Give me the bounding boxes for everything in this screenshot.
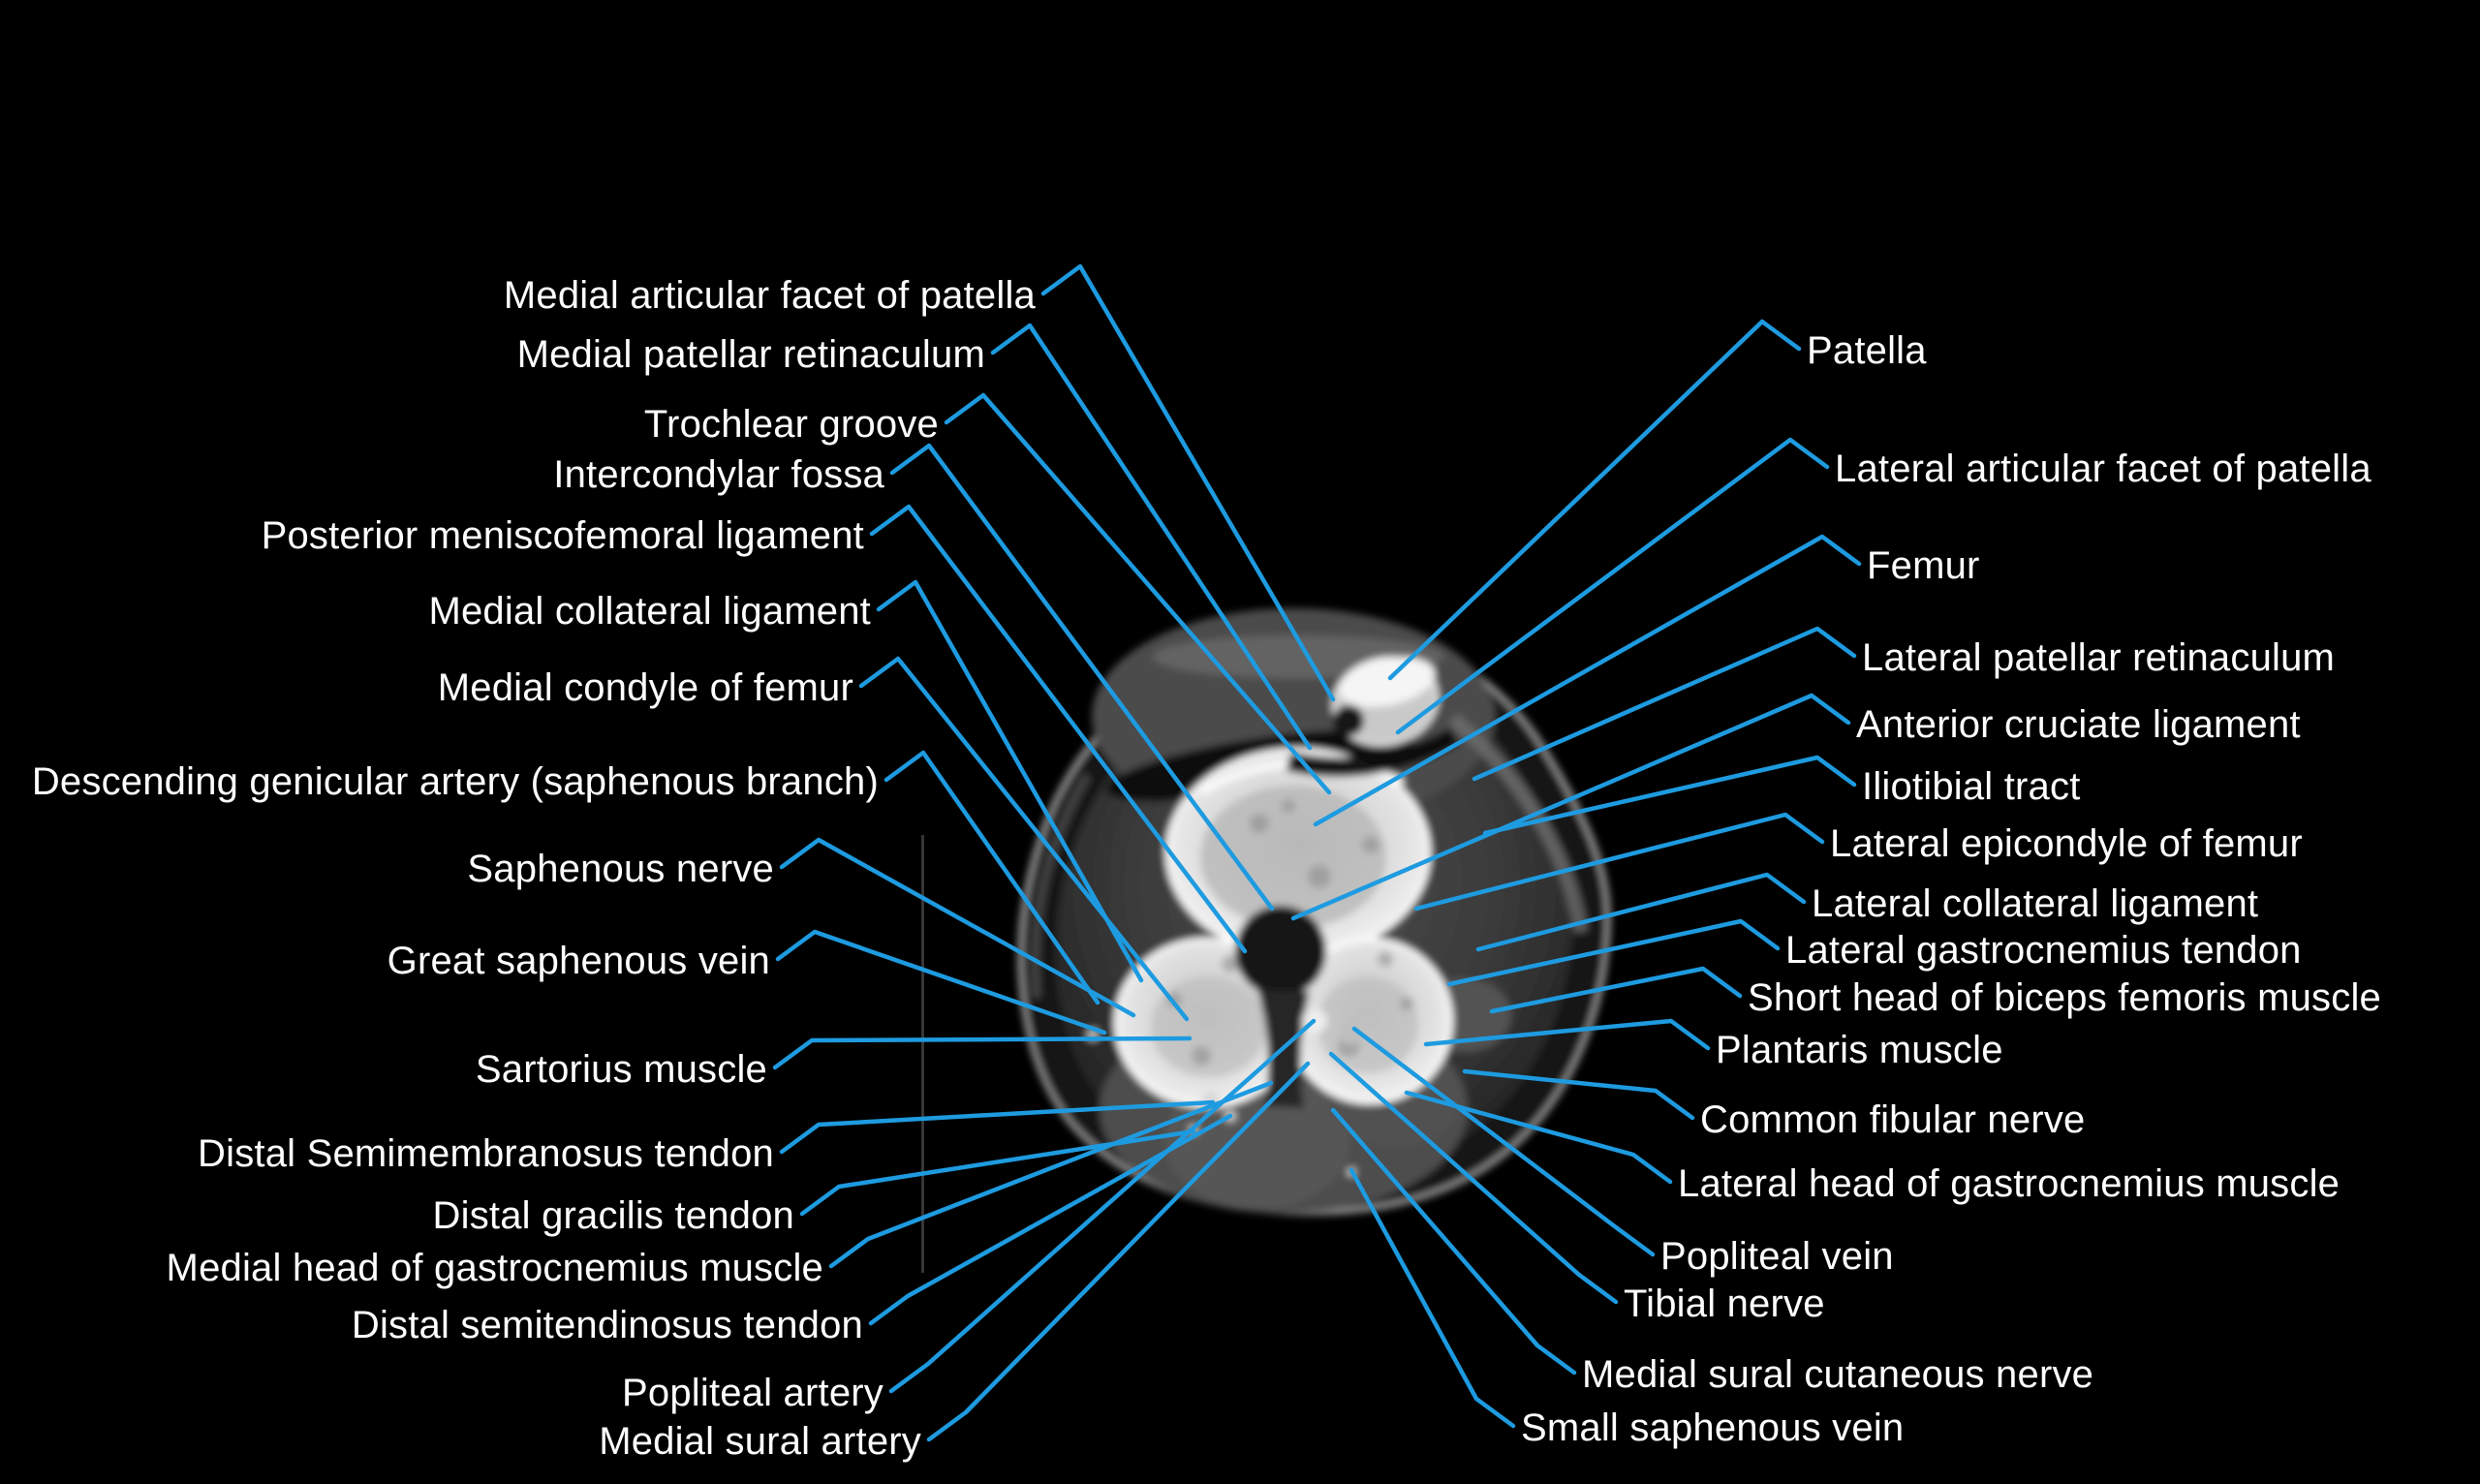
patella-facet-notch	[1333, 705, 1364, 736]
leader-line-small-saphenous-vein	[1348, 1167, 1516, 1429]
anatomy-label-great-saphenous-vein: Great saphenous vein	[387, 940, 770, 982]
leader-line-saphenous-nerve	[779, 837, 1136, 1018]
leader-line-iliotibial-tract	[1482, 755, 1857, 836]
marrow-texture	[1200, 786, 1386, 929]
leader-line-medial-collateral-ligament	[876, 579, 1144, 983]
anatomy-label-popliteal-vein: Popliteal vein	[1660, 1235, 1894, 1278]
anatomy-label-lateral-head-of-gastrocnemius-muscle: Lateral head of gastrocnemius muscle	[1678, 1162, 2340, 1205]
anatomy-label-tibial-nerve: Tibial nerve	[1624, 1283, 1825, 1325]
anatomy-label-medial-articular-facet-of-patella: Medial articular facet of patella	[503, 274, 1036, 317]
anatomy-label-medial-head-of-gastrocnemius-muscle: Medial head of gastrocnemius muscle	[166, 1247, 823, 1289]
leader-line-posterior-meniscofemoral-ligament	[869, 504, 1248, 954]
leader-line-lateral-collateral-ligament	[1475, 872, 1807, 952]
iliotibial-band-shape	[1448, 713, 1588, 934]
leader-line-tibial-nerve	[1328, 1051, 1619, 1305]
leader-line-medial-head-of-gastrocnemius-muscle	[828, 1080, 1274, 1269]
popliteal-vein-dot	[1340, 1016, 1361, 1045]
leader-line-lateral-patellar-retinaculum	[1472, 626, 1857, 782]
anatomy-label-iliotibial-tract: Iliotibial tract	[1862, 765, 2081, 808]
leader-line-lateral-gastrocnemius-tendon	[1446, 918, 1781, 987]
leader-line-medial-patellar-retinaculum	[990, 323, 1313, 751]
anatomy-label-popliteal-artery: Popliteal artery	[622, 1372, 884, 1414]
anatomy-label-sartorius-muscle: Sartorius muscle	[475, 1048, 767, 1091]
anatomy-label-lateral-epicondyle-of-femur: Lateral epicondyle of femur	[1830, 822, 2303, 865]
leader-line-medial-sural-artery	[926, 1061, 1311, 1442]
leader-line-lateral-epicondyle-of-femur	[1413, 812, 1825, 912]
patella-crown	[1339, 657, 1436, 707]
anatomy-label-distal-semitendinosus-tendon: Distal semitendinosus tendon	[351, 1304, 863, 1346]
anatomy-label-anterior-cruciate-ligament: Anterior cruciate ligament	[1856, 703, 2301, 746]
leader-line-trochlear-groove	[944, 392, 1332, 795]
intercondylar-notch	[1235, 906, 1326, 997]
leader-line-medial-sural-cutaneous-nerve	[1330, 1107, 1577, 1376]
leader-line-plantaris-muscle	[1423, 1018, 1711, 1051]
leader-line-great-saphenous-vein	[775, 929, 1107, 1036]
leader-line-intercondylar-fossa	[889, 443, 1275, 912]
scanner-artifact-line	[921, 835, 924, 1273]
anatomy-label-posterior-meniscofemoral-ligament: Posterior meniscofemoral ligament	[261, 514, 864, 557]
anatomy-label-distal-gracilis-tendon: Distal gracilis tendon	[432, 1194, 794, 1237]
leader-line-anterior-cruciate-ligament	[1290, 693, 1851, 921]
anatomy-label-medial-condyle-of-femur: Medial condyle of femur	[437, 666, 853, 709]
leader-line-short-head-of-biceps-femoris-muscle	[1489, 966, 1743, 1014]
medial-fascia-band	[1030, 772, 1092, 999]
anatomy-label-descending-genicular-artery: Descending genicular artery (saphenous b…	[31, 760, 879, 803]
anatomy-label-medial-sural-artery: Medial sural artery	[599, 1420, 921, 1463]
anatomy-label-small-saphenous-vein: Small saphenous vein	[1521, 1407, 1905, 1449]
leader-line-medial-condyle-of-femur	[858, 656, 1190, 1022]
patellofemoral-gap	[1286, 727, 1460, 777]
leader-line-femur	[1313, 534, 1862, 827]
leader-line-distal-gracilis-tendon	[799, 1128, 1196, 1217]
anatomy-label-intercondylar-fossa: Intercondylar fossa	[553, 453, 884, 496]
leader-line-lateral-head-of-gastrocnemius-muscle	[1404, 1090, 1673, 1185]
leader-line-distal-semimembranosus-tendon	[779, 1099, 1216, 1155]
anatomy-label-common-fibular-nerve: Common fibular nerve	[1700, 1098, 2086, 1141]
anatomy-label-lateral-gastrocnemius-tendon: Lateral gastrocnemius tendon	[1785, 929, 2302, 972]
anatomy-label-patella: Patella	[1807, 329, 1927, 372]
anatomy-label-medial-patellar-retinaculum: Medial patellar retinaculum	[516, 333, 985, 376]
anatomy-label-plantaris-muscle: Plantaris muscle	[1716, 1029, 2003, 1071]
anatomy-label-medial-collateral-ligament: Medial collateral ligament	[428, 590, 871, 633]
leader-line-sartorius-muscle	[772, 1036, 1193, 1070]
anatomy-label-saphenous-nerve: Saphenous nerve	[467, 848, 774, 890]
anatomy-label-short-head-of-biceps-femoris-muscle: Short head of biceps femoris muscle	[1748, 976, 2381, 1019]
leader-line-patella	[1387, 319, 1802, 681]
anatomy-label-trochlear-groove: Trochlear groove	[643, 403, 939, 446]
leader-line-popliteal-artery	[888, 1018, 1317, 1394]
bone-speckles	[1166, 799, 1413, 1066]
anatomy-label-distal-semimembranosus-tendon: Distal Semimembranosus tendon	[198, 1132, 774, 1175]
leader-line-medial-articular-facet-of-patella	[1040, 263, 1336, 702]
leader-line-descending-genicular-artery	[884, 750, 1100, 1005]
anatomy-label-medial-sural-cutaneous-nerve: Medial sural cutaneous nerve	[1582, 1353, 2094, 1396]
anatomy-label-lateral-collateral-ligament: Lateral collateral ligament	[1812, 882, 2259, 925]
leader-line-lateral-articular-facet-of-patella	[1395, 437, 1830, 735]
anatomy-label-lateral-patellar-retinaculum: Lateral patellar retinaculum	[1862, 636, 2336, 679]
anatomy-label-femur: Femur	[1867, 544, 1980, 587]
leader-line-common-fibular-nerve	[1462, 1068, 1695, 1121]
leader-line-popliteal-vein	[1351, 1026, 1656, 1257]
anatomy-label-lateral-articular-facet-of-patella: Lateral articular facet of patella	[1835, 448, 2372, 490]
leader-line-distal-semitendinosus-tendon	[868, 1113, 1233, 1326]
